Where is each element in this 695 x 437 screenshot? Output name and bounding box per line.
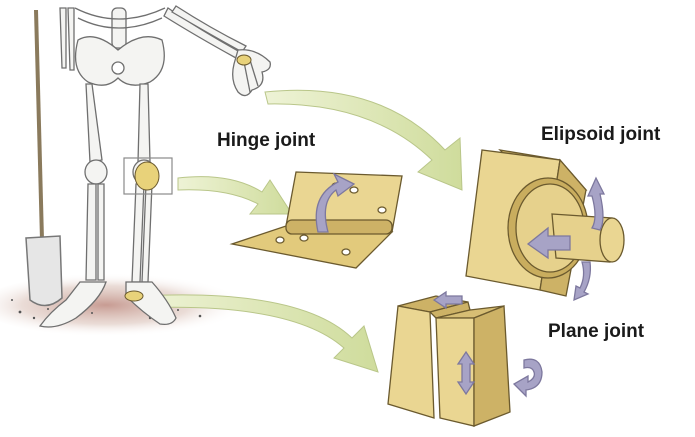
ellipsoid-joint-label: Elipsoid joint: [541, 124, 660, 146]
ankle-highlight: [125, 291, 143, 301]
plane-joint-label: Plane joint: [548, 321, 644, 343]
hinge-joint-label: Hinge joint: [217, 130, 315, 152]
plane-joint-model: [388, 292, 542, 426]
shovel-illustration: [26, 10, 62, 306]
ellipsoid-arrow-bottom: [574, 262, 590, 300]
ellipsoid-joint-model: [466, 150, 624, 300]
hinge-joint-model: [232, 172, 402, 268]
wrist-highlight: [237, 55, 251, 65]
plane-rotation-arrow: [514, 359, 542, 396]
arrow-to-hinge: [178, 177, 292, 214]
knee-highlight: [124, 158, 172, 194]
